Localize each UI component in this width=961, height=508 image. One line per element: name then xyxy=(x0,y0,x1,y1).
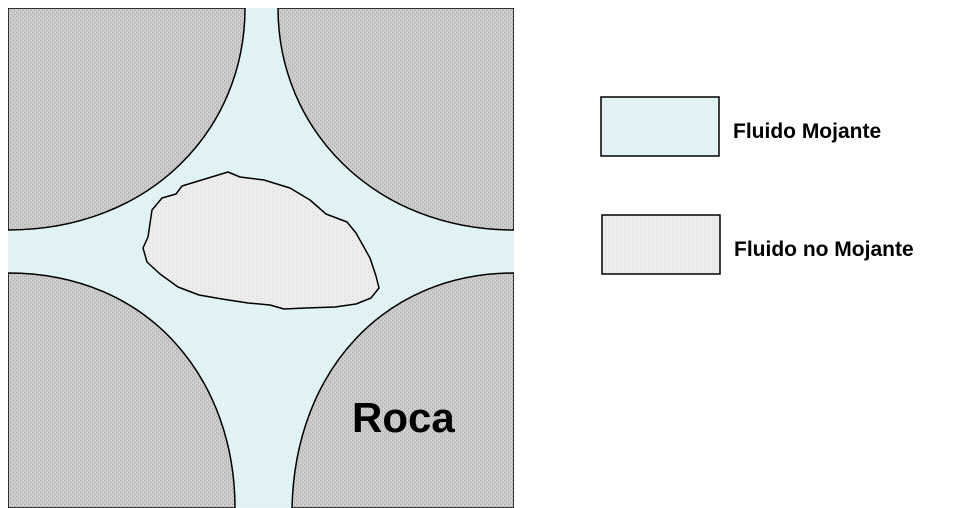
legend-label-wetting-fluid: Fluido Mojante xyxy=(733,120,881,143)
legend: Fluido Mojante Fluido no Mojante xyxy=(600,96,914,275)
legend-item-non-wetting-fluid: Fluido no Mojante xyxy=(601,214,914,275)
rock-grain-top-right xyxy=(277,8,514,231)
legend-swatch-wetting-fluid xyxy=(600,96,720,157)
rock-grain-top-left xyxy=(8,8,246,231)
rock-grain-bottom-left xyxy=(8,272,236,508)
rock-grain-bottom-right xyxy=(291,272,514,508)
legend-swatch-non-wetting-fluid xyxy=(601,214,721,275)
legend-label-non-wetting-fluid: Fluido no Mojante xyxy=(734,238,914,261)
non-wetting-fluid-droplet xyxy=(142,171,380,310)
legend-item-wetting-fluid: Fluido Mojante xyxy=(600,96,881,157)
rock-label: Roca xyxy=(352,394,455,441)
